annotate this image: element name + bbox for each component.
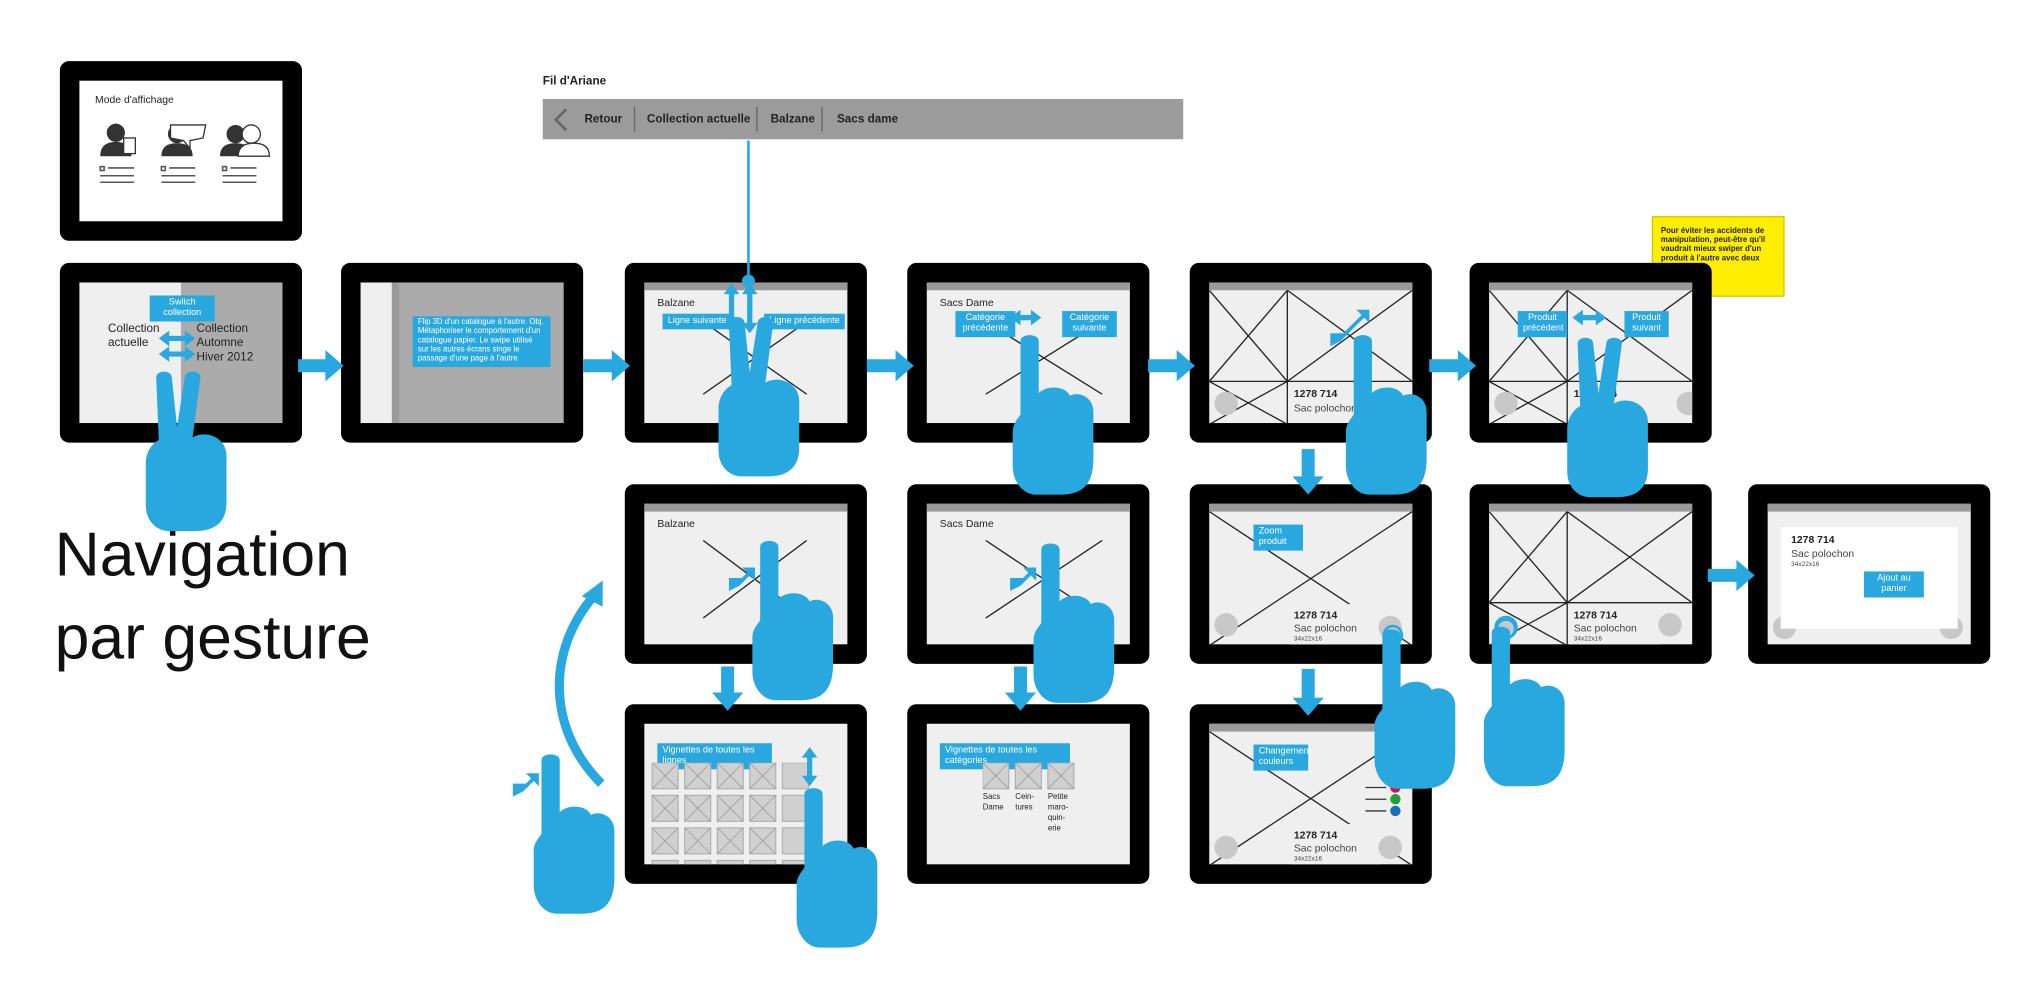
product-number: 1278 714 — [1293, 609, 1338, 621]
product-name: Sac polochon — [1791, 548, 1855, 560]
tablet-balzane: Balzane Ligne suivante Ligne précédente — [624, 262, 867, 443]
sacs-dame-title: Sacs Dame — [939, 518, 994, 530]
cart-popup: 1278 714 Sac polochon 34x22x16 Ajout au … — [1780, 527, 1958, 629]
fil-ariane-label: Fil d'Ariane — [542, 74, 607, 88]
category-ceintures[interactable]: Cein- tures — [1015, 794, 1034, 813]
next-line-tag: Ligne suivante — [662, 313, 732, 330]
breadcrumb-balzane[interactable]: Balzane — [770, 111, 815, 125]
add-to-cart-button[interactable]: Ajout au panier — [1863, 571, 1924, 598]
product-size: 34x22x16 — [1293, 635, 1323, 644]
breadcrumb-sacs-dame[interactable]: Sacs dame — [836, 111, 899, 125]
product-size: 34x22x16 — [1573, 635, 1602, 644]
placeholder-image — [702, 540, 808, 619]
placeholder-image — [985, 540, 1103, 619]
breadcrumb-collection[interactable]: Collection actuelle — [646, 111, 751, 125]
tablet-product-swipe: 1278 714 Produit précédent Produit suiva… — [1469, 262, 1712, 443]
product-name: Sac polochon — [1293, 842, 1357, 854]
tablet-sacs-dame: Sacs Dame Catégorie précédente Catégorie… — [907, 262, 1150, 443]
tablet-balzane-pinch: Balzane — [624, 484, 867, 664]
flip-note: Flip 3D d'un catalogue à l'autre. Obj. M… — [412, 316, 551, 368]
breadcrumb-back[interactable]: Retour — [584, 111, 623, 125]
product-number: 1278 714 — [1791, 533, 1835, 546]
product-number: 1278 714 — [1573, 387, 1618, 400]
title-line-1: Navigation — [54, 520, 350, 590]
tablet-product-tap: 1278 714 Sac polochon 34x22x16 — [1469, 484, 1712, 664]
tablet-add-to-cart: 1278 714 Sac polochon 34x22x16 Ajout au … — [1748, 484, 1991, 664]
display-mode-icons[interactable] — [95, 120, 277, 205]
category-sacs-dame[interactable]: Sacs Dame — [982, 794, 1004, 813]
product-name: Sac polochon — [1293, 622, 1357, 634]
product-name: Sac polochon — [1573, 622, 1637, 634]
display-mode-label: Mode d'affichage — [95, 93, 174, 106]
chevron-left-icon[interactable] — [553, 108, 569, 132]
tablet-zoom-product: Zoom produit 1278 714 Sac polochon 34x22… — [1189, 484, 1432, 664]
tablet-categories-thumbnails: Vignettes de toutes les catégories Sacs … — [907, 704, 1150, 884]
tablet-lines-thumbnails: Vignettes de toutes les lignes — [624, 704, 867, 884]
product-name: Sac polochon — [1293, 402, 1357, 414]
pinch-hand-icon — [533, 754, 615, 914]
next-product-tag: Produit suivant — [1624, 311, 1669, 338]
previous-product-tag: Produit précédent — [1517, 311, 1568, 338]
breadcrumb-separator — [756, 106, 758, 132]
tablet-product: 1278 714 Sac polochon — [1189, 262, 1432, 443]
category-petite-maroquinerie[interactable]: Petite maro- quin- erie — [1047, 794, 1069, 834]
balzane-title: Balzane — [657, 296, 695, 309]
product-size: 34x22x16 — [1293, 855, 1323, 864]
autumn-collection-label: Collection Automne Hiver 2012 — [196, 321, 254, 364]
color-swatches[interactable] — [1363, 781, 1412, 825]
breadcrumb: Retour Collection actuelle Balzane Sacs … — [542, 98, 1184, 140]
page-title: Navigation par gesture — [55, 514, 371, 681]
placeholder-image — [702, 321, 808, 395]
product-number: 1278 714 — [1573, 609, 1618, 621]
tablet-switch-collection: Switch collection Collection actuelle Co… — [59, 262, 302, 443]
product-size: 34x22x16 — [1791, 561, 1820, 569]
tablet-sacs-dame-pinch: Sacs Dame — [907, 484, 1150, 664]
tablet-color-change: Changement couleurs 1278 714 Sac polocho… — [1189, 704, 1432, 884]
sacs-dame-title: Sacs Dame — [939, 296, 994, 309]
breadcrumb-separator — [821, 106, 823, 132]
switch-collection-tag: Switch collection — [149, 295, 215, 322]
product-number: 1278 714 — [1293, 387, 1338, 400]
next-category-tag: Catégorie suivante — [1062, 311, 1117, 338]
color-change-tag: Changement couleurs — [1253, 744, 1311, 771]
breadcrumb-separator — [633, 106, 636, 132]
thumbnail-grid[interactable] — [650, 762, 848, 865]
category-thumbnails[interactable] — [982, 762, 1087, 792]
tablet-flip-3d: Flip 3D d'un catalogue à l'autre. Obj. M… — [341, 262, 584, 443]
title-line-2: par gesture — [54, 603, 371, 673]
curved-arrow — [554, 593, 605, 787]
product-number: 1278 714 — [1293, 829, 1338, 841]
previous-line-tag: Ligne précédente — [764, 313, 845, 330]
current-collection-label: Collection actuelle — [108, 321, 160, 349]
balzane-title: Balzane — [657, 518, 695, 530]
tablet-display-mode: Mode d'affichage — [59, 61, 302, 241]
previous-category-tag: Catégorie précédente — [955, 311, 1016, 338]
zoom-product-tag: Zoom produit — [1253, 524, 1303, 551]
page-edge — [391, 282, 400, 424]
